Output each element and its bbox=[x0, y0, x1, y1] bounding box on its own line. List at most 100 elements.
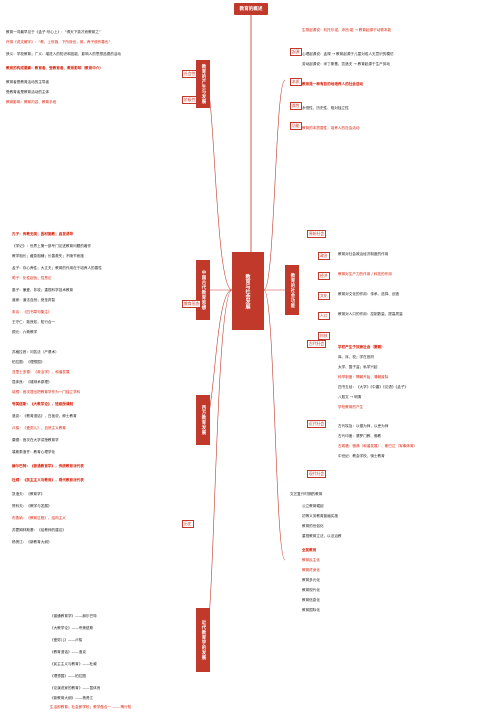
west-text-10: 裴斯泰洛齐：教育心理学化 bbox=[12, 450, 56, 454]
china-text-5: 荀子：化性起伪；性恶论 bbox=[12, 276, 52, 280]
history-text-4: 科举制度：隋朝开始，清朝废除 bbox=[338, 375, 389, 379]
china-text-4: 孟子：存心养性；大丈夫；教育的作用在于培养人的善性 bbox=[12, 266, 102, 270]
branch-right-low bbox=[263, 289, 286, 561]
modern-text-11: 教育信息化 bbox=[302, 598, 320, 602]
book-text-3: 《爱弥儿》——卢梭 bbox=[50, 638, 83, 642]
tag-essence[interactable]: 本质 bbox=[290, 78, 302, 86]
book-text-1: 《普通教育学》——赫尔巴特 bbox=[50, 614, 97, 618]
left-text-1: 教育一词最早见于《孟子·尽心上》：“得天下英才而教育之” bbox=[6, 30, 101, 34]
tag-jingji[interactable]: 经济 bbox=[318, 272, 330, 280]
history-text-8: 古代埃及：以僧为师，以吏为师 bbox=[338, 424, 389, 428]
history-text-10: 古希腊：雅典（和谐发展）、斯巴达（军事体育） bbox=[338, 444, 418, 448]
book-text-8: 《新教育大纲》——杨贤江 bbox=[50, 696, 94, 700]
tag-zhengzhi[interactable]: 政治 bbox=[318, 252, 330, 260]
modern-text-4: 教育的世俗化 bbox=[302, 524, 324, 528]
category-modern[interactable]: 近代教育学的发展 bbox=[196, 608, 210, 672]
book-text-7: 《论演说家的教育》——昆体良 bbox=[50, 686, 101, 690]
history-text-9: 古代印度：婆罗门教、佛教 bbox=[338, 434, 382, 438]
tag-function[interactable]: 功能 bbox=[290, 122, 302, 130]
modern-text-3: 初等义务教育普遍实施 bbox=[302, 514, 338, 518]
west-text-5: 培根：首次提出把教育学作为一门独立学科 bbox=[12, 390, 81, 394]
tag-jieji[interactable]: 阶级性 bbox=[182, 96, 198, 104]
right-text-1: 生物起源说：利托尔诺、沛西·能 → 教育起源于动物本能 bbox=[302, 28, 392, 32]
tag-attribute[interactable]: 属性 bbox=[290, 102, 302, 110]
china-text-3: 教学相长；藏息相辅；长善救失；不陵节而施 bbox=[12, 254, 84, 258]
modern-text-6: 全民教育 bbox=[302, 548, 317, 552]
function-text-3: 教育对文化的作用：传承、选择、创造 bbox=[338, 292, 400, 296]
branch-left-top bbox=[204, 79, 233, 291]
west-text-16: 苏霍姆林斯基：《给教师的建议》 bbox=[12, 528, 66, 532]
left-text-7: 教育影响：教育内容、教育手段 bbox=[6, 100, 57, 104]
modern-text-7: 教育民主化 bbox=[302, 558, 320, 562]
right-text-6: 教育的本质属性：培养人的社会活动 bbox=[302, 126, 360, 130]
tag-social[interactable]: 社会性 bbox=[182, 70, 198, 78]
west-text-9: 康德：首次在大学讲授教育学 bbox=[12, 438, 59, 442]
west-text-15: 布鲁纳：《教育过程》，结构主义 bbox=[12, 516, 66, 520]
west-text-2: 柏拉图：《理想国》 bbox=[12, 360, 45, 364]
function-text-4: 教育对人口的作用：控制数量、提高质量 bbox=[338, 312, 403, 316]
modern-text-12: 教育国际化 bbox=[302, 608, 320, 612]
history-text-5: 四书五经：《大学》《中庸》《论语》《孟子》 bbox=[338, 385, 409, 389]
modern-text-9: 教育多元化 bbox=[302, 578, 320, 582]
tag-lishi[interactable]: 历史 bbox=[182, 520, 194, 528]
history-text-3: 太学、国子监；私学兴起 bbox=[338, 365, 378, 369]
history-text-11: 中世纪：教会学校、骑士教育 bbox=[338, 454, 385, 458]
tag-keji[interactable]: 科技 bbox=[318, 332, 330, 340]
book-text-6: 《理想国》——柏拉图 bbox=[50, 674, 86, 678]
branch-left-bottom bbox=[204, 289, 233, 641]
category-education-origin[interactable]: 教育的产生与发展 bbox=[196, 60, 210, 108]
west-text-13: 凯洛夫：《教育学》 bbox=[12, 492, 45, 496]
tag-renkou[interactable]: 人口 bbox=[318, 312, 330, 320]
tag-xingtai[interactable]: 教育形态 bbox=[182, 300, 202, 308]
function-text-1: 教育对社会政治经济制度的作用 bbox=[338, 252, 389, 256]
modern-text-1: 文艺复兴时期的教育 bbox=[290, 492, 323, 496]
right-text-3: 劳动起源说：米丁斯基、凯洛夫 → 教育起源于生产劳动 bbox=[302, 62, 390, 66]
left-text-3: 狭义：学校教育；广义：增进人的知识和技能、影响人的思想品德的活动 bbox=[6, 52, 121, 56]
west-text-11: 赫尔巴特：《普通教育学》，传统教育派代表 bbox=[12, 464, 84, 468]
tag-yuanshi[interactable]: 原始社会 bbox=[307, 230, 327, 238]
book-text-5: 《民主主义与教育》——杜威 bbox=[50, 662, 97, 666]
west-text-3: 亚里士多德：《政治学》，和谐发展 bbox=[12, 370, 70, 374]
right-text-5: 永恒性、历史性、相对独立性 bbox=[302, 106, 349, 110]
history-text-1: 学校产生于奴隶社会（夏朝） bbox=[338, 345, 385, 349]
category-education-function[interactable]: 教育的社会功能 bbox=[285, 265, 299, 315]
function-text-2: 教育对生产力的作用 / 科技的作用 bbox=[338, 272, 392, 276]
china-text-8: 朱熹：《四书章句集注》 bbox=[12, 310, 52, 314]
modern-text-8: 教育终身化 bbox=[302, 568, 320, 572]
left-text-4: 教育的构成要素：教育者、受教育者、教育影响（教育中介） bbox=[6, 66, 104, 70]
china-text-1: 孔子：有教无类；因材施教；启发诱导 bbox=[12, 232, 74, 236]
right-text-2: 心理起源说：孟禄 → 教育起源于儿童对成人无意识的模仿 bbox=[302, 52, 394, 56]
modern-text-10: 教育现代化 bbox=[302, 588, 320, 592]
book-text-2: 《大教学论》——夸美纽斯 bbox=[50, 626, 94, 630]
west-text-7: 洛克：《教育漫话》，白板说，绅士教育 bbox=[12, 414, 77, 418]
root-node[interactable]: 教育的概述 bbox=[234, 3, 268, 15]
west-text-14: 赞科夫：《教学与发展》 bbox=[12, 504, 52, 508]
branch-right-top bbox=[263, 79, 286, 291]
tag-xiandai[interactable]: 现代社会 bbox=[307, 470, 327, 478]
china-text-9: 王守仁：致良知，知行合一 bbox=[12, 320, 56, 324]
history-text-2: 庠、序、校；学在官府 bbox=[338, 355, 374, 359]
west-text-8: 卢梭：《爱弥儿》，自然主义教育 bbox=[12, 426, 66, 430]
tag-gudai[interactable]: 古代社会 bbox=[307, 340, 327, 348]
tag-origin[interactable]: 起源 bbox=[290, 48, 302, 56]
history-text-7: 学校教育的产生 bbox=[338, 405, 364, 409]
china-text-6: 墨子：兼爱、非攻；重视科学技术教育 bbox=[12, 288, 74, 292]
china-text-7: 道家：道法自然；绝圣弃智 bbox=[12, 298, 56, 302]
west-text-12: 杜威：《民主主义与教育》，现代教育派代表 bbox=[12, 478, 84, 482]
category-education-history[interactable]: 中国古代教育思想 bbox=[196, 260, 210, 320]
china-text-10: 颜元：六斋教学 bbox=[12, 330, 38, 334]
book-text-4: 《教育漫话》——洛克 bbox=[50, 650, 86, 654]
west-text-6: 夸美纽斯：《大教学论》，班级授课制 bbox=[12, 402, 74, 406]
history-text-6: 八股文 → 明清 bbox=[338, 395, 362, 399]
right-text-4: 教育是一种有目的地培养人的社会活动 bbox=[302, 82, 364, 86]
category-western-history[interactable]: 西方教育发展 bbox=[196, 395, 210, 445]
left-text-2: 许慎《说文解字》：“教，上所施，下所效也；育，养子使作善也” bbox=[6, 40, 111, 44]
hub-node[interactable]: 教育与社会发展 bbox=[232, 252, 264, 330]
west-text-1: 苏格拉底：问答法（产婆术） bbox=[12, 350, 59, 354]
book-text-9: 生活即教育；社会即学校；教学做合一 —— 陶行知 bbox=[50, 705, 132, 709]
tag-jindai[interactable]: 近代社会 bbox=[307, 420, 327, 428]
tag-wenhua[interactable]: 文化 bbox=[318, 292, 330, 300]
left-text-5: 教育者是教育活动的主导者 bbox=[6, 80, 50, 84]
